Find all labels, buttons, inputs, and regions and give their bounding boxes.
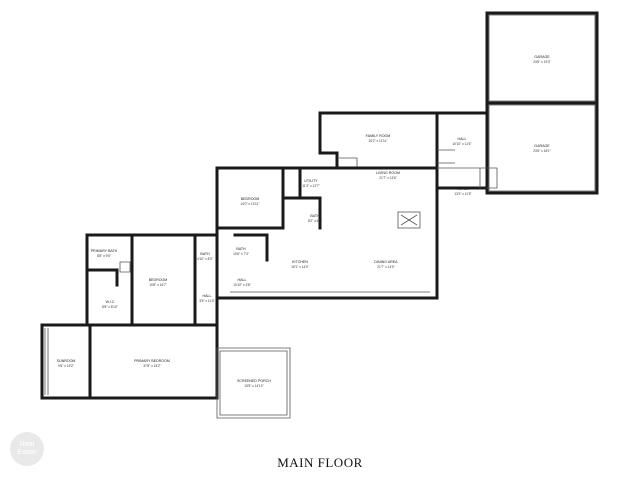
room-label: BEDROOM bbox=[241, 197, 260, 201]
room-dims: 21'7" x 13'6" bbox=[379, 176, 396, 180]
core-walls bbox=[215, 166, 498, 300]
room-dims: 14'0" x 13'11" bbox=[240, 202, 259, 206]
room-label: GARAGE bbox=[534, 144, 550, 148]
room-label: HALL bbox=[203, 294, 212, 298]
watermark-logo: Real Estate bbox=[10, 432, 44, 466]
room-label: UTILITY bbox=[304, 179, 318, 183]
room-dims: 4'10" x 8'3" bbox=[197, 257, 213, 261]
room-dims: 9'6" x 15'2" bbox=[58, 364, 74, 368]
room-label: BATH bbox=[236, 247, 246, 251]
room-label: GARAGE bbox=[534, 55, 550, 59]
room-label: BATH bbox=[310, 214, 320, 218]
room-label: HALL bbox=[458, 137, 467, 141]
room-dims: 23'6" x 19'3" bbox=[533, 60, 550, 64]
room-dims: 15'1" x 14'0" bbox=[291, 265, 308, 269]
room-label: LIVING ROOM bbox=[376, 171, 400, 175]
room-label: FOYER bbox=[457, 187, 470, 191]
room-label: DINING AREA bbox=[374, 260, 398, 264]
family-room-walls bbox=[318, 111, 489, 190]
room-dims: 37'8" x 15'2" bbox=[143, 364, 160, 368]
room-dims: 23'6" x 18'1" bbox=[533, 149, 550, 153]
room-label: SCREENED PORCH bbox=[237, 379, 271, 383]
bedroom-wing-walls bbox=[85, 166, 269, 327]
room-dims: 10'10" x 3'8" bbox=[233, 283, 250, 287]
room-dims: 8'2" x 6'0" bbox=[308, 219, 322, 223]
room-label: BATH bbox=[200, 252, 210, 256]
room-dims: 20'2" x 11'11" bbox=[369, 139, 388, 143]
room-dims: 11'3" x 12'7" bbox=[302, 184, 319, 188]
room-dims: 10'6" x 7'3" bbox=[233, 252, 249, 256]
room-dims: 21'7" x 14'0" bbox=[377, 265, 394, 269]
room-label: SUNROOM bbox=[57, 359, 76, 363]
watermark-text: Real Estate bbox=[17, 441, 37, 456]
room-label: KITCHEN bbox=[292, 260, 308, 264]
garage-walls bbox=[485, 11, 599, 195]
room-label: W.I.C bbox=[106, 300, 115, 304]
room-dims: 15'5" x 14'10" bbox=[244, 384, 263, 388]
room-dims: 13'3" x 11'5" bbox=[454, 192, 471, 196]
room-labels: GARAGE 23'6" x 19'3" GARAGE 23'6" x 18'1… bbox=[57, 55, 551, 388]
room-dims: 8'8" x 9'6" bbox=[97, 254, 111, 258]
room-label: FAMILY ROOM bbox=[366, 134, 391, 138]
floor-title: MAIN FLOOR bbox=[277, 455, 363, 470]
room-label: HALL bbox=[238, 278, 247, 282]
room-label: BEDROOM bbox=[149, 278, 168, 282]
room-dims: 10'10" x 11'6" bbox=[452, 142, 471, 146]
room-label: PRIMARY BEDROOM bbox=[134, 359, 170, 363]
room-dims: 10'8" x 16'7" bbox=[149, 283, 166, 287]
room-dims: 3'8" x 11'0" bbox=[199, 299, 214, 303]
room-label: PRIMARY BATH bbox=[91, 249, 118, 253]
room-dims: 8'8" x 8'10" bbox=[102, 305, 118, 309]
screened-porch-walls bbox=[216, 347, 291, 419]
